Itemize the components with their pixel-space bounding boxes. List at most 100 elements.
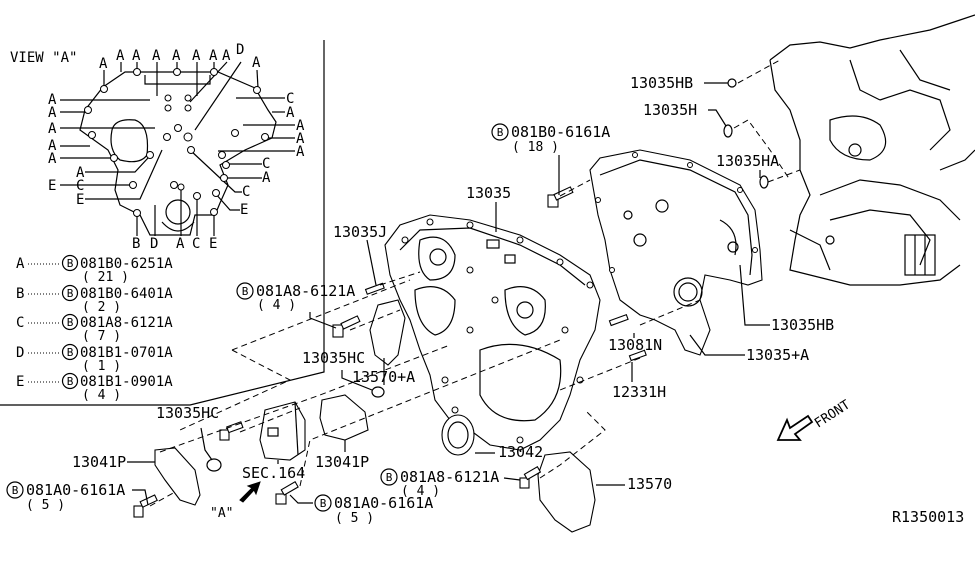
label-13035: 13035 <box>466 184 511 202</box>
label-13041p-left: 13041P <box>72 453 126 471</box>
label-13035hc-mid: 13035HC <box>302 349 365 367</box>
bolt-icon <box>133 505 144 518</box>
view-a-bottom-letters: B D A C E <box>132 236 217 252</box>
svg-text:( 2 ): ( 2 ) <box>82 300 121 315</box>
bracket-13041p-left <box>154 447 201 506</box>
legend-row-e: E B 081B1-0901A ( 4 ) <box>16 372 173 403</box>
callout-bolt-5a: B 081A0-6161A ( 5 ) <box>6 481 125 513</box>
view-a-letter: A <box>172 48 181 64</box>
bolt-circle-icon <box>61 313 79 331</box>
view-a-letter: A <box>252 55 261 71</box>
label-13035j: 13035J <box>333 223 387 241</box>
svg-text:B: B <box>67 375 74 388</box>
bolt-legend: A B 081B0-6251A ( 21 ) B B 081B0-6401A (… <box>16 254 173 403</box>
view-a-letter: A <box>132 48 141 64</box>
bolt-circle-icon <box>236 282 254 300</box>
svg-text:081A0-6161A: 081A0-6161A <box>26 481 125 499</box>
svg-text:B: B <box>67 346 74 359</box>
view-a-top-letters: A A A A A A A A D A <box>99 42 261 72</box>
view-a-letter: A <box>48 121 57 137</box>
svg-text:( 5 ): ( 5 ) <box>26 498 65 513</box>
svg-text:B: B <box>12 484 19 497</box>
svg-text:( 1 ): ( 1 ) <box>82 359 121 374</box>
label-13035hc-low: 13035HC <box>156 404 219 422</box>
view-a-letter: A <box>296 131 305 147</box>
callout-bolt-4a: B 081A8-6121A ( 4 ) <box>236 282 355 313</box>
svg-text:( 21 ): ( 21 ) <box>82 270 129 285</box>
plug-13035hb-top <box>727 78 737 88</box>
bolt-icon <box>332 324 344 338</box>
svg-text:( 4 ): ( 4 ) <box>257 298 296 313</box>
label-13570: 13570 <box>627 475 672 493</box>
svg-text:E: E <box>16 374 24 390</box>
svg-text:081A8-6121A: 081A8-6121A <box>400 468 499 486</box>
view-a-letter: C <box>76 178 84 194</box>
svg-text:081B1-0901A: 081B1-0901A <box>80 374 173 390</box>
bolt-circle-icon <box>61 372 79 390</box>
view-a-letter: C <box>242 184 250 200</box>
bolt-circle-icon <box>380 468 398 486</box>
view-a-panel-border <box>0 40 325 406</box>
view-a-letter: A <box>296 118 305 134</box>
front-direction: FRONT <box>776 397 853 441</box>
view-a-title: VIEW "A" <box>10 50 77 66</box>
view-a-letter: C <box>286 91 294 107</box>
label-13081n: 13081N <box>608 336 662 354</box>
bolt-icon <box>547 194 559 208</box>
svg-text:A: A <box>16 256 25 272</box>
view-a-letter: A <box>286 105 295 121</box>
dowel-pin <box>364 282 385 295</box>
vacuum-pump-gasket <box>369 299 406 366</box>
label-13035hb-right: 13035HB <box>771 316 834 334</box>
front-oil-seal <box>441 414 475 456</box>
drawing-id: R1350013 <box>892 508 964 526</box>
dowel-pin <box>608 313 629 327</box>
label-13035hb-top: 13035HB <box>630 74 693 92</box>
callout-bolt-18: B 081B0-6161A ( 18 ) <box>491 123 610 155</box>
bolt-circle-icon <box>314 494 332 512</box>
label-13035h: 13035H <box>643 101 697 119</box>
front-timing-cover-drawing <box>384 214 601 451</box>
view-a-letter: A <box>209 48 218 64</box>
legend-row-a: A B 081B0-6251A ( 21 ) <box>16 254 173 285</box>
svg-text:081B0-6401A: 081B0-6401A <box>80 286 173 302</box>
front-label: FRONT <box>812 397 853 431</box>
svg-text:B: B <box>242 285 249 298</box>
view-a-letter: E <box>209 236 217 252</box>
view-direction-arrow-icon <box>239 481 261 503</box>
view-a-letter: D <box>236 42 244 58</box>
svg-text:B: B <box>67 316 74 329</box>
label-13042: 13042 <box>498 443 543 461</box>
label-13570a: 13570+A <box>352 368 415 386</box>
view-a-letter: A <box>48 151 57 167</box>
svg-text:081B0-6251A: 081B0-6251A <box>80 256 173 272</box>
view-a-letter: A <box>176 236 185 252</box>
view-a-letter: A <box>296 144 305 160</box>
view-a-letter: C <box>192 236 200 252</box>
view-a-letter: A <box>48 105 57 121</box>
o-ring-13035h <box>723 124 733 138</box>
svg-text:( 4 ): ( 4 ) <box>82 388 121 403</box>
view-a-letter: A <box>99 56 108 72</box>
view-a-letter: A <box>262 170 271 186</box>
bolt-circle-icon <box>6 481 24 499</box>
view-a-letter: A <box>116 48 125 64</box>
engine-block-drawing <box>769 14 975 286</box>
svg-text:( 7 ): ( 7 ) <box>82 329 121 344</box>
view-a-letter: A <box>192 48 201 64</box>
legend-row-b: B B 081B0-6401A ( 2 ) <box>16 284 173 315</box>
svg-text:D: D <box>16 345 24 361</box>
label-13035a: 13035+A <box>746 346 809 364</box>
bolts <box>133 186 647 518</box>
vacuum-pump-cover <box>537 451 596 533</box>
bolt-icon <box>275 493 287 505</box>
svg-text:081B1-0701A: 081B1-0701A <box>80 345 173 361</box>
sec164-module <box>259 401 306 461</box>
view-a-letter: A <box>48 138 57 154</box>
svg-text:C: C <box>16 315 24 331</box>
bolt-circle-icon <box>61 343 79 361</box>
bolt-circle-icon <box>61 284 79 302</box>
svg-text:B: B <box>67 257 74 270</box>
view-a-left-letters: A A A A A A C E E <box>48 92 85 208</box>
view-a-letter: A <box>222 48 231 64</box>
